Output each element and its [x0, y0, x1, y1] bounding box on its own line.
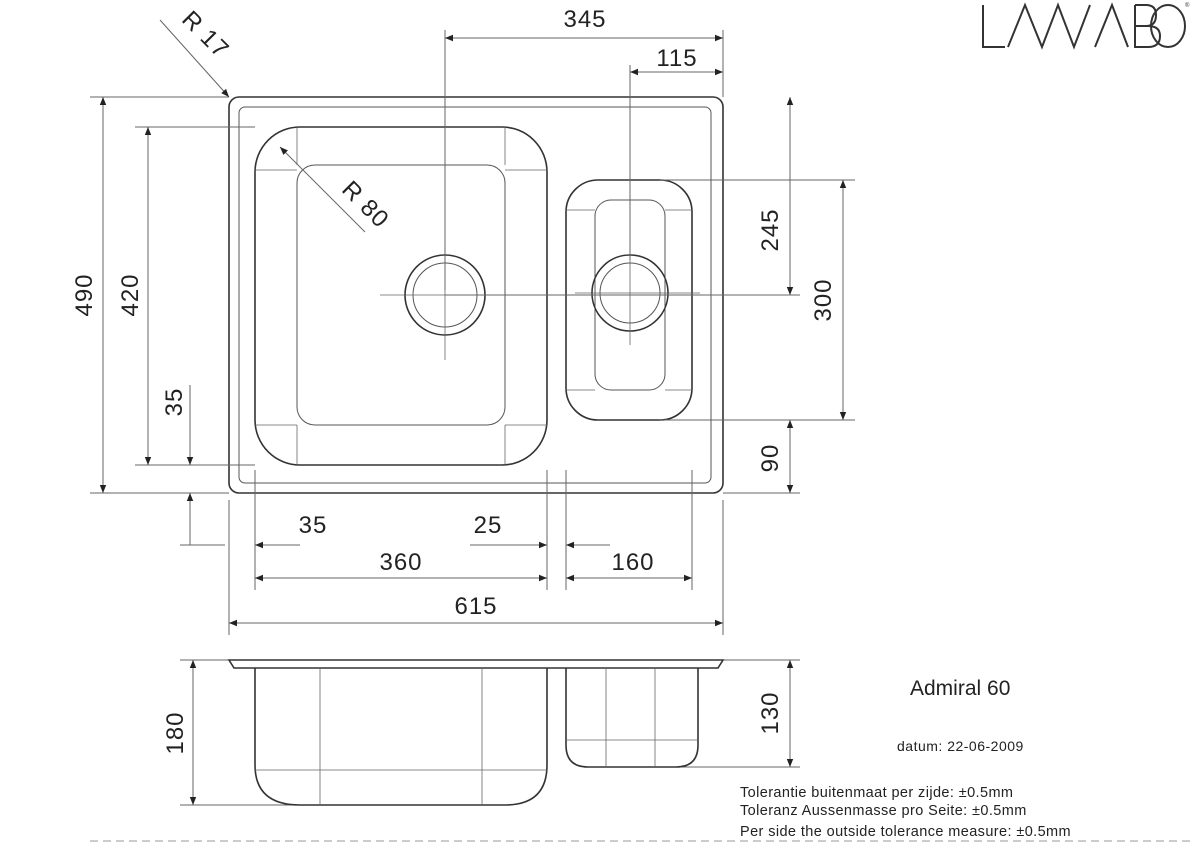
dimension-lines [90, 19, 855, 806]
dim-300: 300 [810, 278, 837, 321]
dim-35-vertical: 35 [161, 388, 188, 417]
dim-r17: R 17 [176, 6, 234, 64]
dim-490: 490 [71, 273, 98, 316]
dim-160: 160 [611, 549, 654, 576]
dim-345: 345 [563, 6, 606, 33]
dim-35-horizontal: 35 [299, 512, 328, 539]
dim-420: 420 [117, 273, 144, 316]
lavabo-logo: ® [982, 2, 1190, 50]
side-view [227, 659, 725, 806]
tolerance-en: Per side the outside tolerance measure: … [740, 824, 1071, 840]
dim-25: 25 [474, 512, 503, 539]
dim-245: 245 [757, 208, 784, 251]
dim-90: 90 [757, 444, 784, 473]
dimension-labels: 345 115 490 420 35 245 300 90 35 25 360 … [71, 6, 837, 755]
dim-615: 615 [454, 593, 497, 620]
tolerance-de: Toleranz Aussenmasse pro Seite: ±0.5mm [740, 803, 1027, 819]
product-name: Admiral 60 [910, 677, 1010, 700]
registered-mark: ® [1185, 2, 1190, 9]
dim-360: 360 [379, 549, 422, 576]
dim-r80: R 80 [336, 176, 394, 234]
dim-115: 115 [656, 45, 697, 72]
drawing-date: datum: 22-06-2009 [897, 738, 1024, 754]
dim-180: 180 [162, 711, 189, 754]
tolerance-nl: Tolerantie buitenmaat per zijde: ±0.5mm [740, 785, 1013, 801]
dim-130: 130 [757, 691, 784, 734]
